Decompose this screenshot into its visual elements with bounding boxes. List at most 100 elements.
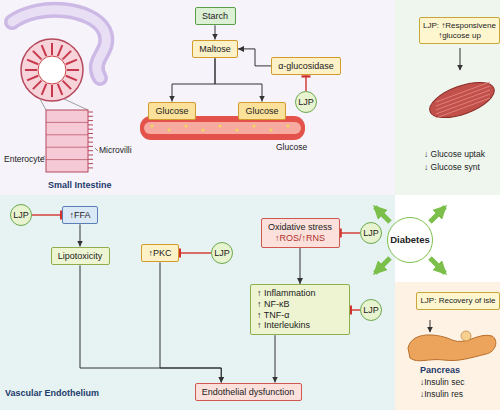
inhibition-line bbox=[340, 232, 361, 233]
microvillus bbox=[88, 129, 93, 130]
process-box: Lipotoxicity bbox=[51, 247, 110, 266]
effect-arrow bbox=[430, 320, 431, 332]
label: ↓Insulin sec bbox=[420, 378, 464, 388]
node-text: LJP bbox=[363, 228, 379, 239]
enterocyte-cells bbox=[46, 110, 88, 172]
disease-circle: Diabetes bbox=[387, 217, 433, 263]
ljp-circle: LJP bbox=[211, 242, 233, 264]
microvillus bbox=[88, 137, 93, 138]
diabetes-arrow bbox=[430, 258, 445, 273]
label: Small Intestine bbox=[48, 180, 112, 190]
label: ↓ Glucose uptak bbox=[424, 150, 485, 160]
microvillus bbox=[88, 142, 93, 143]
node-text: LJP bbox=[13, 210, 29, 221]
cell-border bbox=[46, 147, 88, 148]
glucose-dot bbox=[286, 124, 289, 127]
glucose-dots bbox=[150, 124, 289, 131]
ljp-circle: LJP bbox=[10, 204, 32, 226]
node-text: LJP bbox=[363, 305, 379, 316]
diabetes-arrow bbox=[375, 207, 390, 222]
node-text: Lipotoxicity bbox=[58, 251, 103, 262]
muscle-fibers bbox=[436, 82, 490, 118]
villus bbox=[27, 76, 38, 81]
node-text: α-glucosidase bbox=[278, 61, 334, 72]
label: Microvilli bbox=[99, 146, 132, 156]
node-text: Glucose bbox=[245, 106, 278, 117]
microvillus bbox=[88, 133, 93, 134]
villus bbox=[25, 69, 37, 71]
enzyme-box: α-glucosidase bbox=[271, 57, 341, 76]
villus bbox=[63, 51, 71, 59]
node-text: ↑ Interleukins bbox=[257, 320, 310, 331]
ljp-circle: LJP bbox=[360, 299, 382, 321]
product-box: Glucose bbox=[148, 102, 196, 121]
glucose-dot bbox=[184, 124, 187, 127]
microvillus bbox=[88, 146, 93, 147]
muscle-figure bbox=[425, 75, 498, 125]
glucose-dot bbox=[235, 128, 238, 131]
process-box: ↑FFA bbox=[62, 206, 98, 225]
vessel-lumen bbox=[144, 122, 301, 134]
intestine-ground bbox=[0, 0, 395, 195]
glucose-dot bbox=[201, 128, 204, 131]
microvillus bbox=[88, 120, 93, 121]
label: Vascular Endothelium bbox=[5, 388, 99, 398]
microvillus bbox=[88, 155, 93, 156]
node-text: ↑ TNF-α bbox=[257, 310, 290, 321]
ljp-circle: LJP bbox=[360, 222, 382, 244]
villus bbox=[27, 60, 38, 65]
microvillus bbox=[88, 159, 93, 160]
microvillus bbox=[88, 150, 93, 151]
inhibition-line bbox=[179, 252, 211, 253]
arrow-connector bbox=[80, 265, 221, 382]
node-text: Maltose bbox=[199, 44, 231, 55]
villus bbox=[63, 81, 71, 89]
inhibition-line bbox=[350, 309, 360, 310]
node-text: ↑ Inflammation bbox=[257, 288, 316, 299]
microvillus bbox=[88, 116, 93, 117]
effect-box: LJP: Recovery of isle bbox=[416, 292, 500, 310]
diabetes-arrow bbox=[375, 258, 390, 273]
cell-border bbox=[46, 134, 88, 135]
label: Glucose bbox=[276, 143, 307, 153]
arrow-connector bbox=[275, 335, 276, 382]
node-text: LJP bbox=[298, 97, 314, 108]
islet bbox=[461, 331, 471, 341]
outcome-box: Endothelial dysfunction bbox=[195, 383, 302, 402]
zoom-line bbox=[64, 99, 88, 110]
muscle-fiber bbox=[436, 82, 490, 102]
villus bbox=[33, 51, 41, 59]
process-box: Maltose bbox=[192, 40, 238, 59]
villus bbox=[42, 84, 47, 95]
glucose-dot bbox=[167, 128, 170, 131]
arrow-connector bbox=[300, 248, 301, 284]
inhibition-line bbox=[305, 75, 306, 91]
node-text: Oxidative stress bbox=[268, 222, 332, 233]
cell-border bbox=[46, 122, 88, 123]
inhibition-line bbox=[32, 214, 62, 215]
villi bbox=[25, 43, 79, 97]
villus bbox=[66, 76, 77, 81]
villus bbox=[42, 45, 47, 56]
cell-borders bbox=[46, 122, 88, 159]
leader-line bbox=[95, 148, 98, 151]
glucose-dot bbox=[218, 124, 221, 127]
microvillus bbox=[88, 167, 93, 168]
process-box: Oxidative stress↑ROS/↑RNS bbox=[261, 218, 340, 248]
process-box: Starch bbox=[195, 7, 236, 26]
intestine-lumen-section bbox=[38, 56, 66, 84]
node-text: ↑ROS/↑RNS bbox=[275, 233, 325, 244]
villus bbox=[58, 45, 63, 56]
muscle-ground bbox=[395, 0, 500, 195]
arrow-connector bbox=[160, 262, 221, 382]
zoom-line bbox=[40, 99, 46, 110]
villus bbox=[33, 81, 41, 89]
label: ↓Insulin res bbox=[420, 390, 463, 400]
node-text: Starch bbox=[202, 11, 228, 22]
node-text: Endothelial dysfunction bbox=[202, 387, 295, 398]
arrow-connector bbox=[172, 58, 215, 101]
product-box: Glucose bbox=[238, 102, 286, 121]
node-text: ↑PKC bbox=[148, 248, 171, 259]
microvillus bbox=[88, 163, 93, 164]
